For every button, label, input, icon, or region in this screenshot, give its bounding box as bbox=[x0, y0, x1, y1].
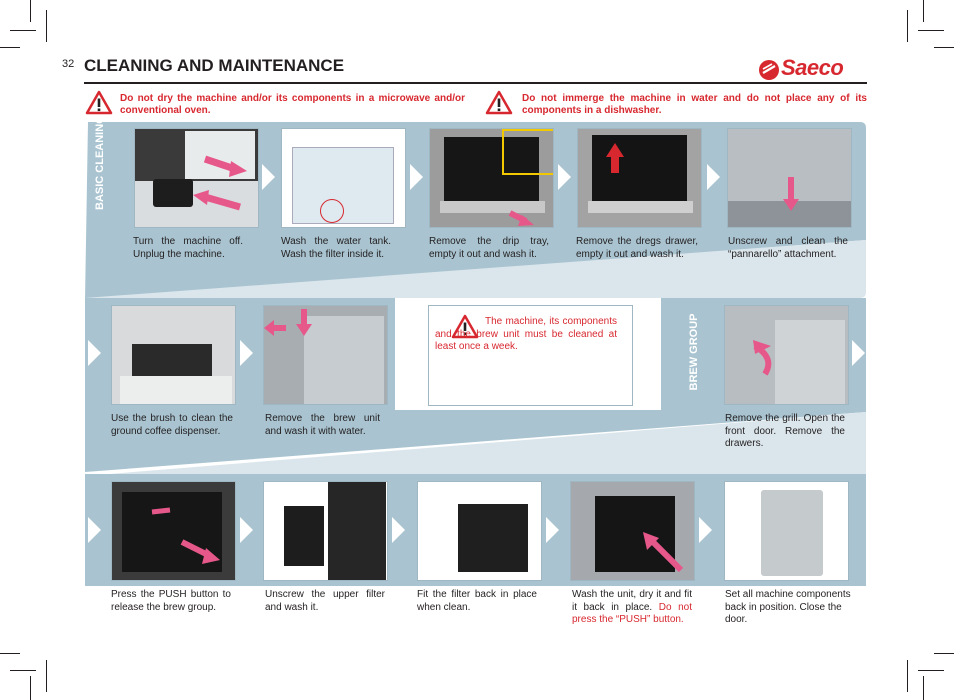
warning-text-2: Do not immerge the machine in water and … bbox=[522, 93, 867, 116]
crop-mark bbox=[907, 10, 908, 42]
warning-triangle-icon bbox=[485, 90, 513, 115]
crop-mark bbox=[907, 660, 908, 692]
page-title: CLEANING AND MAINTENANCE bbox=[84, 56, 345, 75]
caption-step-3: Remove the drip tray, empty it out and w… bbox=[429, 236, 549, 260]
warning-triangle-icon bbox=[85, 90, 113, 115]
caption-step-8: Remove the grill. Open the front door. R… bbox=[725, 413, 845, 449]
caption-step-13: Set all machine components back in posit… bbox=[725, 589, 851, 625]
chevron-right-icon bbox=[240, 517, 253, 543]
chevron-right-icon bbox=[546, 517, 559, 543]
chevron-right-icon bbox=[88, 340, 101, 366]
crop-mark bbox=[30, 676, 31, 700]
crop-mark bbox=[46, 10, 47, 42]
brand-name: Saeco bbox=[781, 55, 844, 80]
crop-mark bbox=[30, 0, 31, 22]
crop-mark bbox=[0, 47, 20, 48]
page-number: 32 bbox=[62, 58, 75, 70]
photo-drip-tray bbox=[429, 128, 554, 228]
photo-brush bbox=[111, 305, 236, 405]
photo-pannarello bbox=[727, 128, 852, 228]
chevron-right-icon bbox=[262, 164, 275, 190]
photo-brew-unit-remove bbox=[263, 305, 388, 405]
photo-push-button bbox=[111, 481, 236, 581]
caption-step-12-text: Wash the unit, dry it and fit it back in… bbox=[572, 589, 692, 613]
title-rule bbox=[84, 82, 867, 84]
photo-machine-closed bbox=[724, 481, 849, 581]
photo-unscrew-filter bbox=[263, 481, 388, 581]
chevron-right-icon bbox=[240, 340, 253, 366]
caption-step-4: Remove the dregs drawer, empty it out an… bbox=[576, 236, 698, 260]
crop-mark bbox=[0, 653, 20, 654]
crop-mark bbox=[10, 670, 36, 671]
crop-mark bbox=[46, 660, 47, 692]
chevron-right-icon bbox=[707, 164, 720, 190]
warning-triangle-icon bbox=[451, 314, 479, 339]
warning-text-1: Do not dry the machine and/or its compon… bbox=[120, 93, 465, 116]
caption-step-9: Press the PUSH button to release the bre… bbox=[111, 589, 231, 613]
crop-mark bbox=[923, 676, 924, 700]
crop-mark bbox=[934, 47, 954, 48]
caption-step-11: Fit the filter back in place when clean. bbox=[417, 589, 537, 613]
photo-refit-unit bbox=[570, 481, 695, 581]
crop-mark bbox=[918, 30, 944, 31]
photo-water-tank bbox=[281, 128, 406, 228]
section-label-brew-group: BREW GROUP bbox=[688, 312, 701, 392]
chevron-right-icon bbox=[410, 164, 423, 190]
chevron-right-icon bbox=[699, 517, 712, 543]
caption-step-6: Use the brush to clean the ground coffee… bbox=[111, 413, 233, 437]
section-label-basic-cleaning: BASIC CLEANING bbox=[94, 115, 107, 210]
crop-mark bbox=[10, 30, 36, 31]
caption-step-10: Unscrew the upper filter and wash it. bbox=[265, 589, 385, 613]
note-text: The machine, its components and the brew… bbox=[435, 316, 617, 352]
photo-grill bbox=[724, 305, 849, 405]
crop-mark bbox=[918, 670, 944, 671]
photo-fit-filter bbox=[417, 481, 542, 581]
photo-dregs-drawer bbox=[577, 128, 702, 228]
crop-mark bbox=[934, 653, 954, 654]
photo-unplug bbox=[134, 128, 259, 228]
caption-step-12: Wash the unit, dry it and fit it back in… bbox=[572, 589, 692, 627]
chevron-right-icon bbox=[392, 517, 405, 543]
caption-step-1: Turn the machine off. Unplug the machine… bbox=[133, 236, 243, 260]
section-label-text: BREW GROUP bbox=[688, 313, 700, 391]
note-box: The machine, its components and the brew… bbox=[428, 305, 633, 406]
chevron-right-icon bbox=[88, 517, 101, 543]
crop-mark bbox=[923, 0, 924, 22]
caption-step-5: Unscrew and clean the “pannarello” attac… bbox=[728, 236, 848, 260]
section-label-text: BASIC CLEANING bbox=[94, 115, 106, 210]
caption-step-2: Wash the water tank. Wash the filter ins… bbox=[281, 236, 391, 260]
caption-step-7: Remove the brew unit and wash it with wa… bbox=[265, 413, 380, 437]
chevron-right-icon bbox=[852, 340, 865, 366]
brand-logo: Saeco bbox=[758, 55, 868, 83]
chevron-right-icon bbox=[558, 164, 571, 190]
saeco-logo-icon bbox=[759, 60, 779, 80]
caption-step-12-warning: Do not press the “PUSH” button. bbox=[572, 601, 692, 626]
